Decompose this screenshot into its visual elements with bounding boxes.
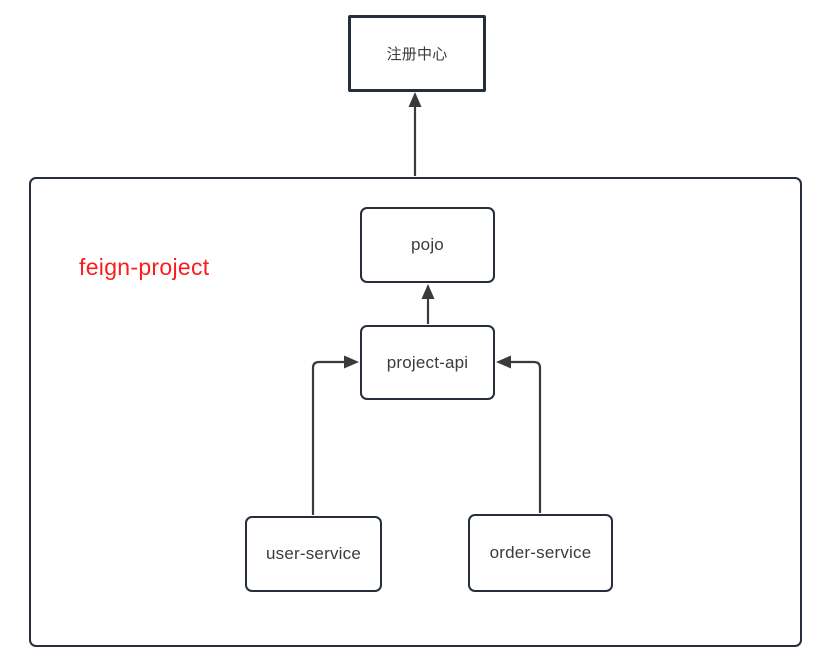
feign-project-title: feign-project [79,254,210,280]
node-registry-label: 注册中心 [386,46,448,63]
node-user-service: user-service [245,516,382,592]
node-order-service: order-service [468,514,613,592]
node-project-api-label: project-api [386,352,469,372]
arrowhead-registry [408,92,422,107]
node-pojo-label: pojo [411,235,444,254]
node-pojo: pojo [360,207,495,283]
node-project-api: project-api [360,325,495,400]
feign-project-container [29,177,802,647]
node-order-service-label: order-service [489,543,592,562]
node-registry: 注册中心 [348,15,486,92]
node-user-service-label: user-service [266,544,361,563]
